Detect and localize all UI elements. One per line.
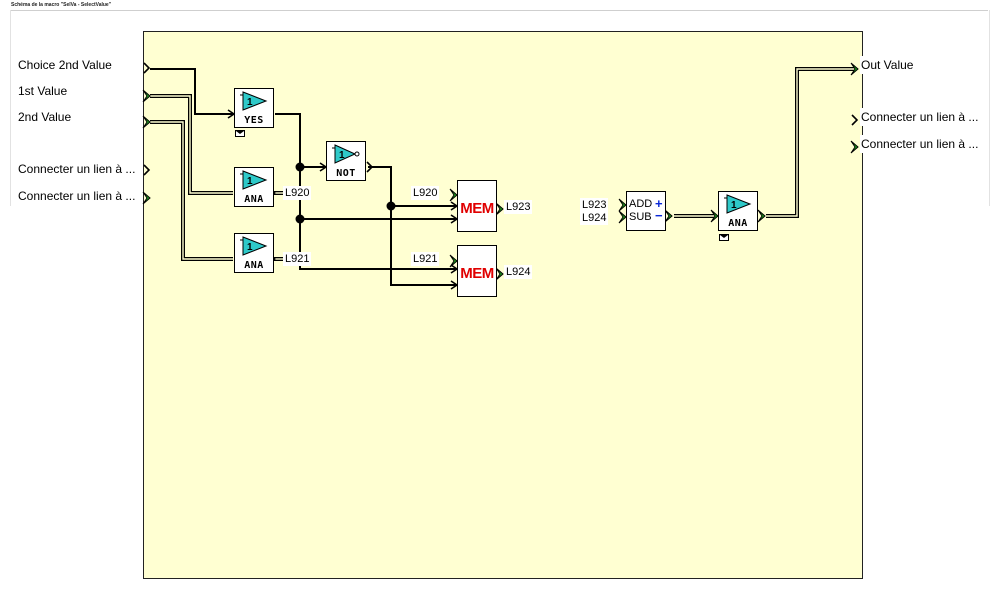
mem-block-l924[interactable]: MEM (457, 245, 497, 297)
ana-block-output[interactable]: 1 ANA (718, 191, 758, 231)
input-label-choice-2nd-value[interactable]: Choice 2nd Value (17, 56, 113, 74)
signal-label-l921: L921 (283, 252, 312, 266)
analog-port-icon (618, 198, 627, 212)
amp-gain-text: 1 (247, 242, 253, 253)
block-name: YES (244, 115, 264, 126)
block-name: ANA (244, 260, 264, 271)
output-label-connect-binary[interactable]: Connecter un lien à ... (860, 108, 980, 126)
amplifier-icon: 1 (240, 236, 268, 256)
binary-port-icon[interactable] (143, 164, 151, 176)
junction-dot (295, 162, 305, 172)
wire-choice-to-yes (150, 68, 233, 115)
analog-port-icon[interactable] (142, 191, 151, 205)
mem-block-l923[interactable]: MEM (457, 180, 497, 232)
analog-port-icon (710, 209, 719, 223)
binary-port-icon[interactable] (851, 114, 859, 126)
block-name: NOT (336, 168, 356, 179)
binary-port-icon[interactable] (143, 62, 151, 74)
output-label-out-value[interactable]: Out Value (860, 56, 915, 74)
wire-ana-to-out (766, 67, 855, 218)
input-label-connect-analog[interactable]: Connecter un lien à ... (17, 187, 137, 205)
input-label-1st-value[interactable]: 1st Value (17, 82, 69, 100)
plus-icon: + (655, 196, 663, 211)
sheet-frame (10, 10, 990, 206)
sub-row: SUB (629, 211, 652, 223)
sub-label: SUB (629, 211, 652, 223)
mail-icon[interactable] (235, 130, 245, 137)
title-divider (10, 10, 988, 11)
binary-port-icon (366, 161, 374, 173)
not-block[interactable]: 1 NOT (326, 141, 366, 181)
analog-port-icon[interactable] (850, 62, 859, 76)
analog-port-icon[interactable] (142, 115, 151, 129)
inverter-icon: 1 (332, 144, 360, 164)
block-name: MEM (460, 265, 494, 282)
analog-port-icon (757, 209, 766, 223)
analog-port-icon (449, 254, 458, 268)
signal-label-mem2-in: L921 (411, 252, 440, 266)
signal-label-l920: L920 (283, 186, 312, 200)
minus-icon: − (655, 208, 663, 223)
signal-label-mem1-in: L920 (411, 186, 440, 200)
amplifier-icon: 1 (240, 91, 268, 111)
amp-gain-text: 1 (247, 97, 253, 108)
signal-label-mem1-out: L923 (504, 200, 533, 214)
junction-dot (386, 201, 396, 211)
block-name: ANA (728, 218, 748, 229)
schematic-title: Schéma de la macro "SelVa - SelectValue" (11, 2, 112, 8)
input-label-2nd-value[interactable]: 2nd Value (17, 108, 73, 126)
analog-port-icon (618, 210, 627, 224)
signal-label-sub-in: L924 (580, 211, 609, 225)
analog-port-icon[interactable] (142, 89, 151, 103)
yes-block[interactable]: 1 YES (234, 88, 274, 128)
add-label: ADD (629, 198, 653, 210)
mail-icon[interactable] (719, 234, 729, 241)
ana-block-2nd-value[interactable]: 1 ANA (234, 233, 274, 273)
amplifier-icon: 1 (724, 194, 752, 214)
block-name: MEM (460, 200, 494, 217)
binary-port-icons (143, 62, 859, 176)
analog-port-icon[interactable] (850, 140, 859, 154)
analog-port-icon (664, 209, 673, 223)
output-label-connect-analog[interactable]: Connecter un lien à ... (860, 135, 980, 153)
add-row: ADD (629, 198, 652, 210)
amp-gain-text: 1 (339, 150, 345, 161)
wire-1st-value-to-ana (150, 94, 233, 195)
analog-port-icon (449, 188, 458, 202)
analog-wires-inner (150, 68, 855, 260)
amplifier-icon: 1 (240, 170, 268, 190)
ana-block-1st-value[interactable]: 1 ANA (234, 167, 274, 207)
amp-gain-text: 1 (731, 200, 737, 211)
add-sub-block[interactable]: ADD + SUB − (626, 191, 666, 231)
signal-label-mem2-out: L924 (504, 265, 533, 279)
analog-port-icon (495, 267, 504, 281)
wire-not-to-mem2 (368, 166, 456, 286)
analog-port-icon (495, 202, 504, 216)
junction-dot (295, 214, 305, 224)
amp-gain-text: 1 (247, 176, 253, 187)
signal-label-add-in: L923 (580, 198, 609, 212)
input-label-connect-binary[interactable]: Connecter un lien à ... (17, 160, 137, 178)
wire-junctions (295, 162, 396, 224)
block-name: ANA (244, 194, 264, 205)
